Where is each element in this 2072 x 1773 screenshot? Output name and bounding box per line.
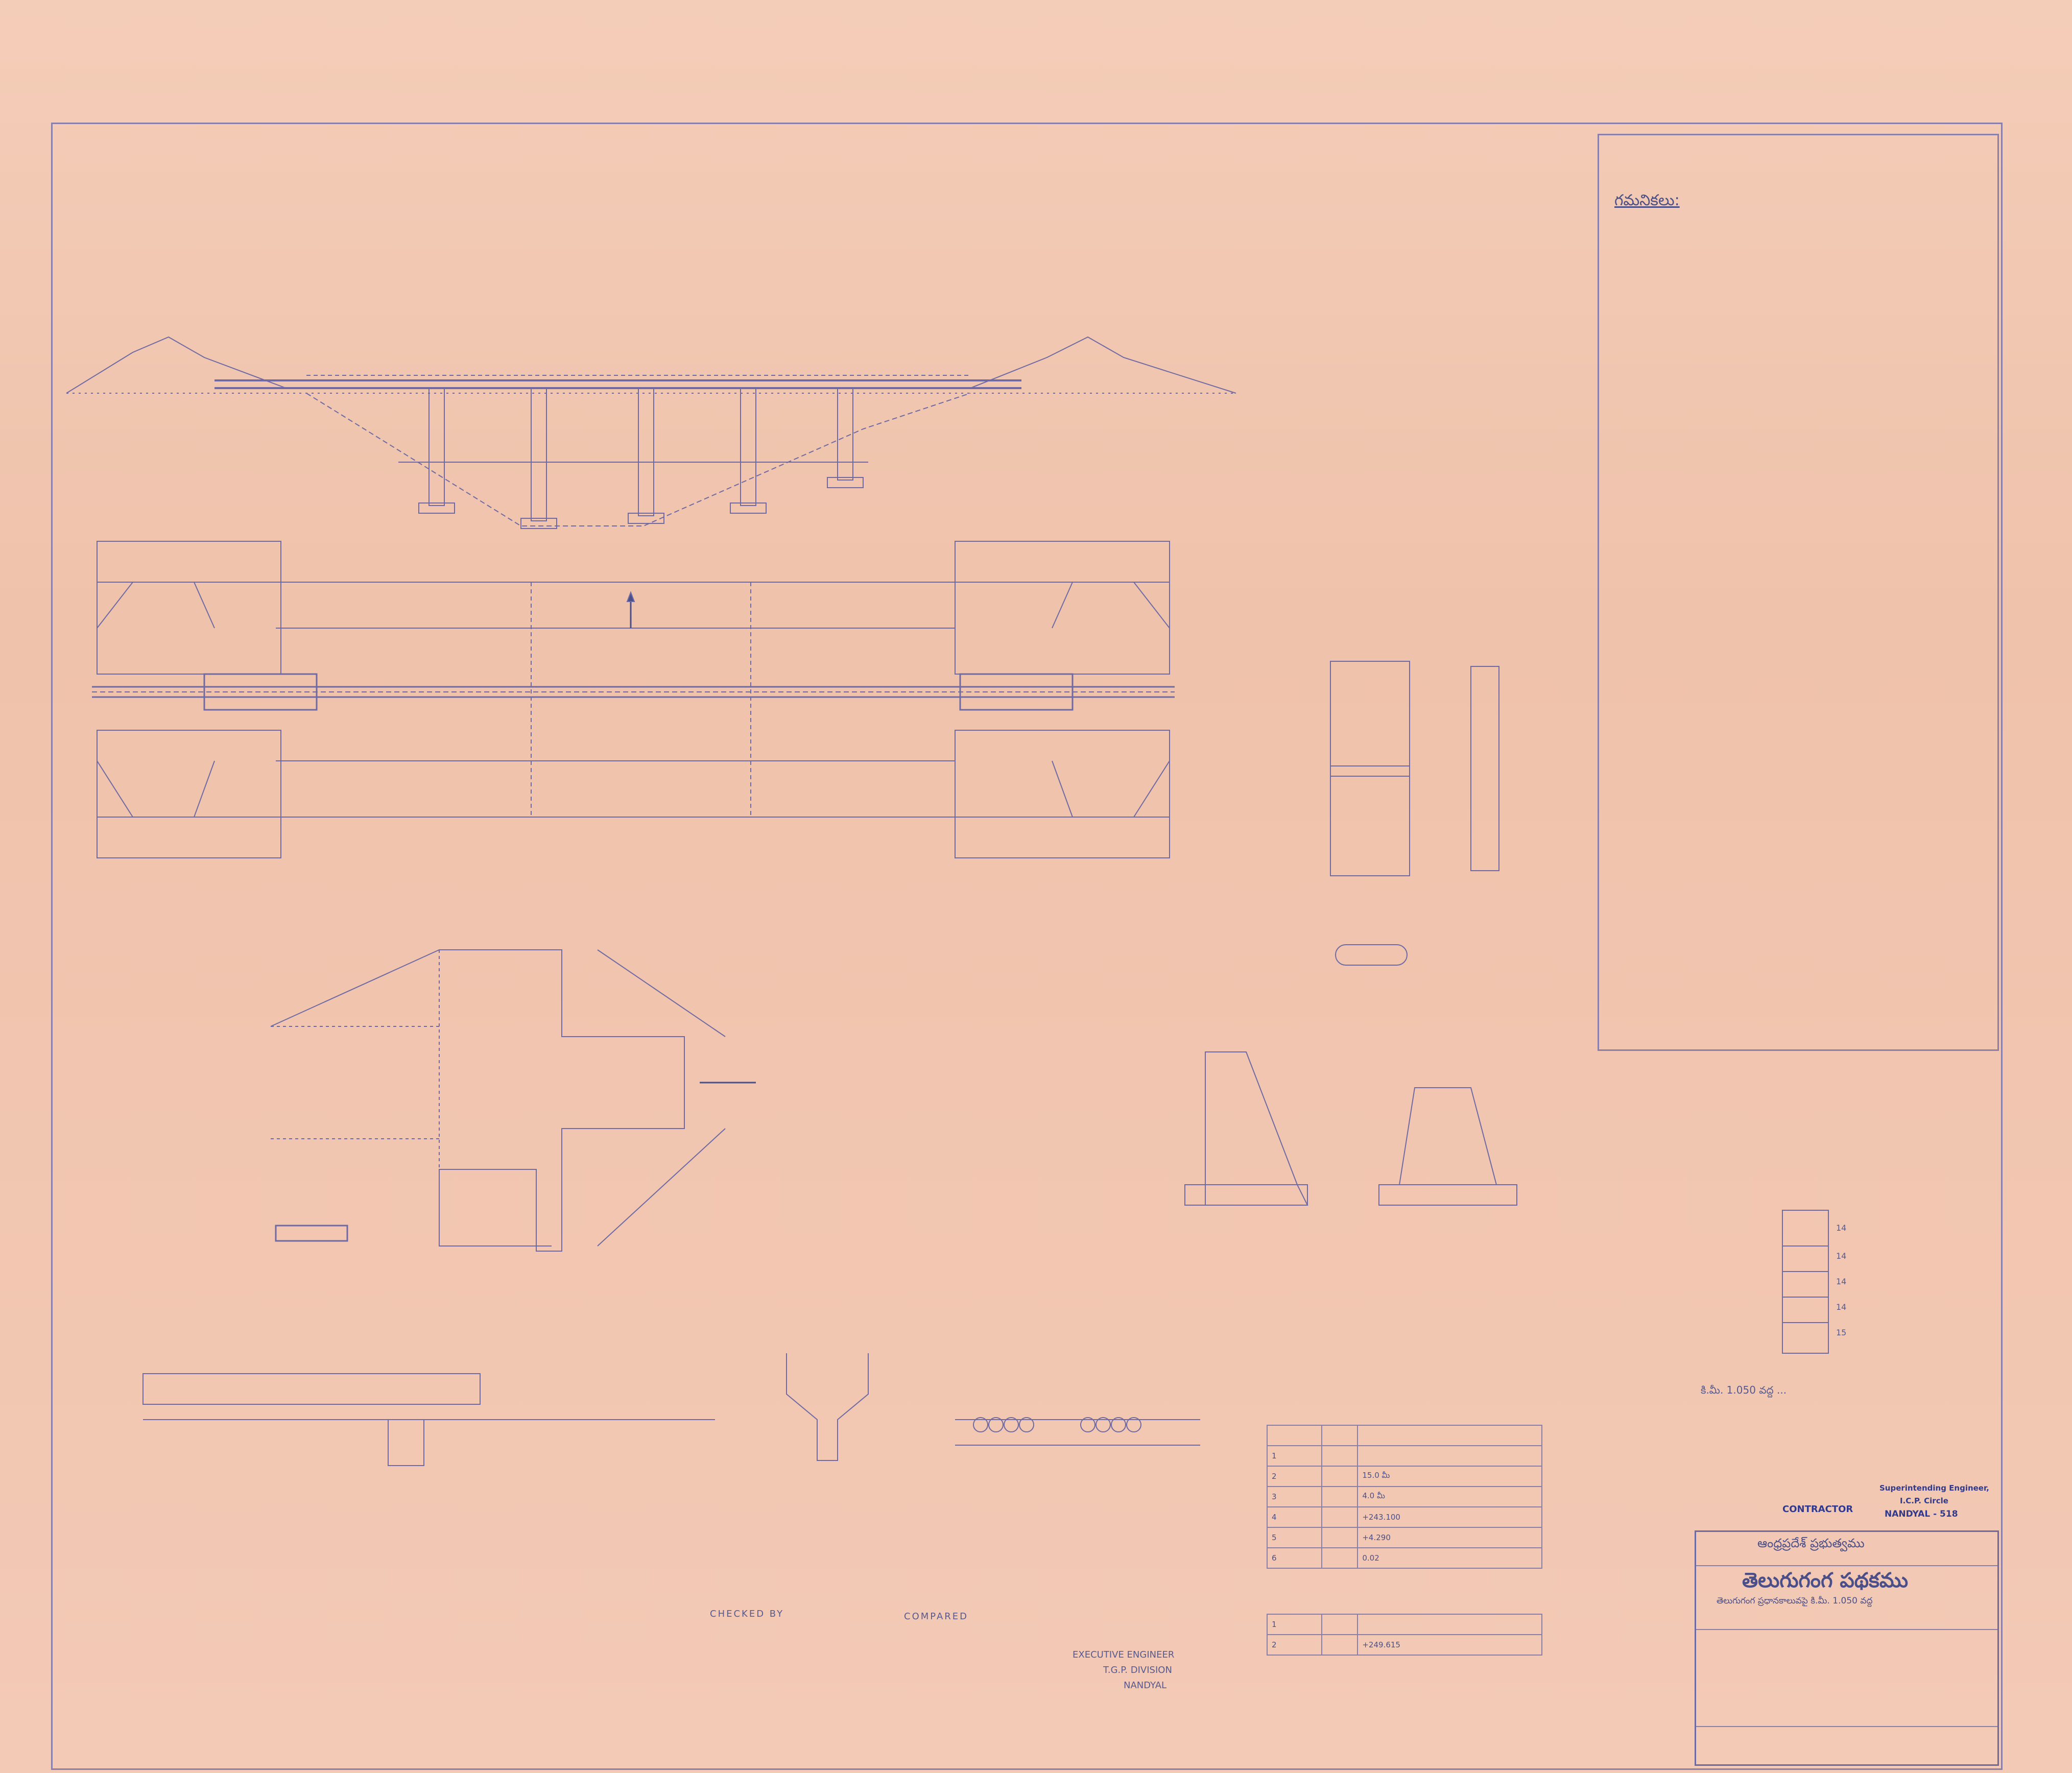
gauge-value-2: 14 — [1836, 1251, 1847, 1261]
notes-panel: గమనికలు: — [1598, 134, 1999, 1051]
table-row: 2 15.0 మీ — [1266, 1466, 1542, 1487]
ee-line3: NANDYAL — [1124, 1680, 1167, 1691]
table-cell — [1321, 1527, 1359, 1548]
table-cell — [1357, 1614, 1542, 1635]
table-cell: 4 — [1266, 1506, 1323, 1528]
table-cell — [1321, 1486, 1359, 1507]
authority-line1: ఆంధ్రప్రదేశ్ ప్రభుత్వము — [1757, 1536, 1865, 1550]
gauge-value-5: 15 — [1836, 1328, 1847, 1337]
table-row: 5 +4.290 — [1266, 1527, 1542, 1548]
table-row: 2 +249.615 — [1266, 1634, 1542, 1656]
ee-line1: EXECUTIVE ENGINEER — [1073, 1649, 1175, 1660]
se-stamp-line3: NANDYAL - 518 — [1885, 1509, 1958, 1519]
title-block: ఆంధ్రప్రదేశ్ ప్రభుత్వము తెలుగుగంగ పథకము … — [1695, 1530, 1999, 1766]
ee-line2: T.G.P. DIVISION — [1103, 1665, 1172, 1675]
subtitle: తెలుగుగంగ ప్రధానకాలువపై కి.మీ. 1.050 వద్… — [1717, 1596, 1873, 1606]
table-row: 3 4.0 మీ — [1266, 1486, 1542, 1507]
table-cell: +4.290 — [1357, 1527, 1542, 1548]
gauge-value-4: 14 — [1836, 1302, 1847, 1312]
table-cell — [1321, 1506, 1359, 1528]
table-cell — [1357, 1445, 1542, 1467]
table-cell: 4.0 మీ — [1357, 1486, 1542, 1507]
table-header-row — [1266, 1425, 1542, 1446]
table-cell: 5 — [1266, 1527, 1323, 1548]
canal-data-table: 1 2 +249.615 — [1266, 1614, 1542, 1656]
table-cell: +243.100 — [1357, 1506, 1542, 1528]
title-divider — [1696, 1629, 1997, 1630]
se-stamp-line1: Superintending Engineer, — [1879, 1483, 1989, 1493]
table-cell — [1266, 1425, 1323, 1446]
table-row: 4 +243.100 — [1266, 1506, 1542, 1528]
table-row: 1 — [1266, 1445, 1542, 1467]
table-cell: 6 — [1266, 1547, 1323, 1569]
compared-label: COMPARED — [904, 1611, 969, 1622]
table-cell — [1321, 1445, 1359, 1467]
notes-title: గమనికలు: — [1614, 191, 1680, 209]
wing-wall-detail — [270, 949, 756, 1252]
table-cell — [1357, 1425, 1542, 1446]
table-cell — [1321, 1614, 1359, 1635]
table-row: 6 0.02 — [1266, 1547, 1542, 1569]
longitudinal-section — [66, 336, 1236, 529]
plan-view — [92, 541, 1175, 858]
pier-detail — [1330, 661, 1499, 966]
table-cell — [1321, 1466, 1359, 1487]
design-table: 1 2 15.0 మీ 3 4.0 మీ 4 +243.100 5 +4.290… — [1266, 1425, 1542, 1569]
se-stamp-line2: I.C.P. Circle — [1900, 1496, 1948, 1505]
checked-by-label: CHECKED BY — [710, 1609, 784, 1619]
table-cell: 1 — [1266, 1445, 1323, 1467]
title-divider — [1696, 1565, 1997, 1566]
bottom-details — [142, 1353, 1200, 1466]
table-cell: 15.0 మీ — [1357, 1466, 1542, 1487]
table-cell — [1321, 1547, 1359, 1569]
table-cell: 2 — [1266, 1466, 1323, 1487]
gauge-value-3: 14 — [1836, 1277, 1847, 1286]
table-cell — [1321, 1634, 1359, 1656]
table-cell: 1 — [1266, 1614, 1323, 1635]
table-cell: 3 — [1266, 1486, 1323, 1507]
abutment-sections — [1184, 1051, 1517, 1206]
table-cell — [1321, 1425, 1359, 1446]
drawing-border — [51, 123, 2003, 1770]
table-cell: +249.615 — [1357, 1634, 1542, 1656]
title-divider — [1696, 1726, 1997, 1727]
contractor-stamp: CONTRACTOR — [1782, 1504, 1853, 1515]
table-row: 1 — [1266, 1614, 1542, 1635]
gauge-diagram — [1782, 1210, 1829, 1354]
table-cell: 0.02 — [1357, 1547, 1542, 1569]
table-cell: 2 — [1266, 1634, 1323, 1656]
gauge-value-1: 14 — [1836, 1223, 1847, 1233]
scale-note: కి.మీ. 1.050 వద్ద ... — [1701, 1384, 1787, 1396]
project-name: తెలుగుగంగ పథకము — [1742, 1569, 1909, 1592]
